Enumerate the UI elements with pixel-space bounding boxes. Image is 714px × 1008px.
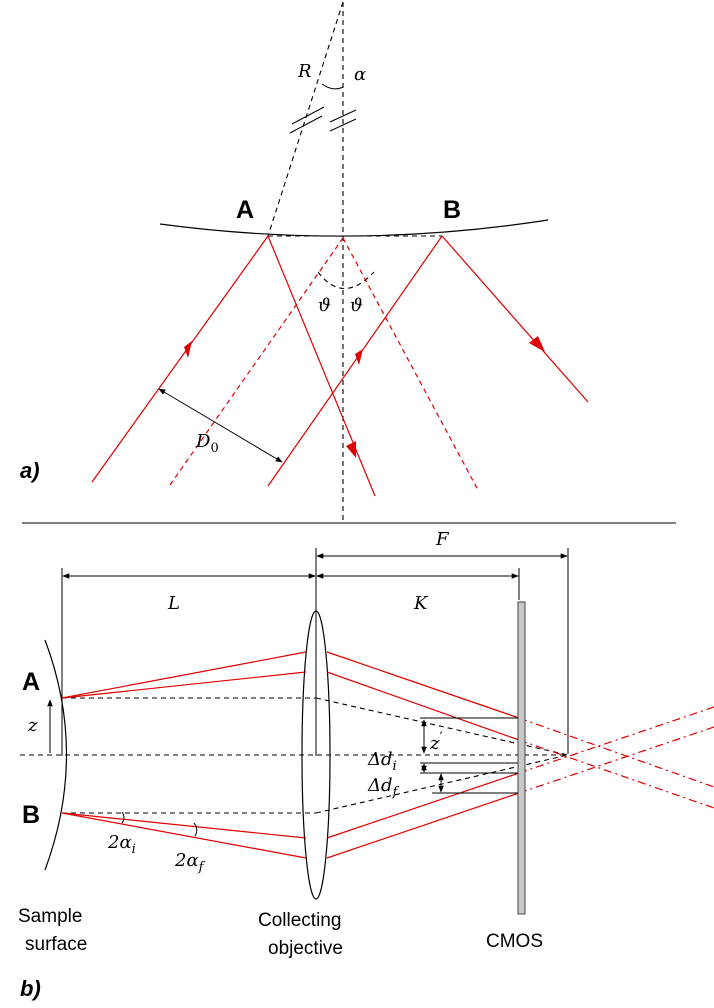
break-mark <box>329 118 357 132</box>
l-label: L <box>167 593 180 614</box>
ray-arrowhead <box>184 341 192 358</box>
reflected-ray-a <box>267 235 376 497</box>
sample-surface-label-line1: Sample <box>18 906 82 927</box>
ray-b-upper <box>61 812 307 839</box>
ray-a-lower-image <box>326 671 520 741</box>
alpha-f-arc <box>193 822 198 837</box>
ray-arrowhead <box>346 441 356 458</box>
panel-a-label: a) <box>20 458 40 483</box>
collecting-objective-lens <box>301 610 331 900</box>
cmos-sensor <box>517 601 526 915</box>
ray-b-lower-image <box>326 792 520 859</box>
point-b-label: B <box>443 196 461 224</box>
theta-arc <box>317 271 375 289</box>
ray-extension <box>518 706 714 774</box>
delta-di-label: Δdi <box>367 749 397 774</box>
cmos-label: CMOS <box>486 931 543 952</box>
chief-ray-b <box>315 754 569 814</box>
ray-arrowhead <box>529 336 545 352</box>
panel-b: F L K A B z z′ Δdi Δdf 2αi 2αf Sample su… <box>18 529 714 1001</box>
sample-surface-arc <box>159 219 549 237</box>
k-label: K <box>413 593 429 614</box>
ray-extension <box>518 726 714 794</box>
ray-extension <box>518 717 714 788</box>
ray-extension <box>518 739 714 809</box>
f-label: F <box>435 529 450 550</box>
delta-df-label: Δdf <box>367 775 400 800</box>
radius-line-a <box>267 1 344 237</box>
alpha-i-arc <box>121 811 125 824</box>
alpha-i-label: 2αi <box>107 832 136 857</box>
break-mark <box>289 115 323 134</box>
objective-label-line1: Collecting <box>258 910 341 931</box>
break-mark <box>329 109 357 123</box>
panel-a: A B R α ϑ ϑ D0 a) <box>20 1 589 520</box>
incident-ray-b <box>267 235 443 487</box>
alpha-f-label: 2αf <box>174 850 206 875</box>
alpha-arc <box>321 83 344 90</box>
sample-surface-label-line2: surface <box>25 934 87 955</box>
point-b-label: B <box>22 801 40 829</box>
z-label: z <box>27 715 38 736</box>
ray-a-upper-image <box>326 651 520 719</box>
ray-a-upper <box>61 651 307 699</box>
ray-arrowhead <box>355 349 363 365</box>
d0-label: D0 <box>195 431 219 456</box>
z-prime-label: z′ <box>429 730 443 754</box>
incident-ray-a <box>91 235 269 483</box>
d0-dimension-arrow <box>158 388 283 463</box>
alpha-label: α <box>354 64 366 85</box>
ray-a-lower <box>61 671 307 699</box>
point-a-label: A <box>22 668 40 696</box>
center-reflected-ray <box>342 237 479 491</box>
break-mark <box>291 106 325 125</box>
chief-ray-a <box>315 697 569 756</box>
ray-b-upper-image <box>326 772 520 839</box>
theta-label-right: ϑ <box>350 295 363 316</box>
panel-b-label: b) <box>20 976 41 1001</box>
radius-label: R <box>297 61 312 82</box>
theta-label-left: ϑ <box>318 295 331 316</box>
point-a-label: A <box>236 196 254 224</box>
reflected-ray-b <box>441 235 589 403</box>
ray-b-lower <box>61 812 307 859</box>
objective-label-line2: objective <box>268 938 343 959</box>
